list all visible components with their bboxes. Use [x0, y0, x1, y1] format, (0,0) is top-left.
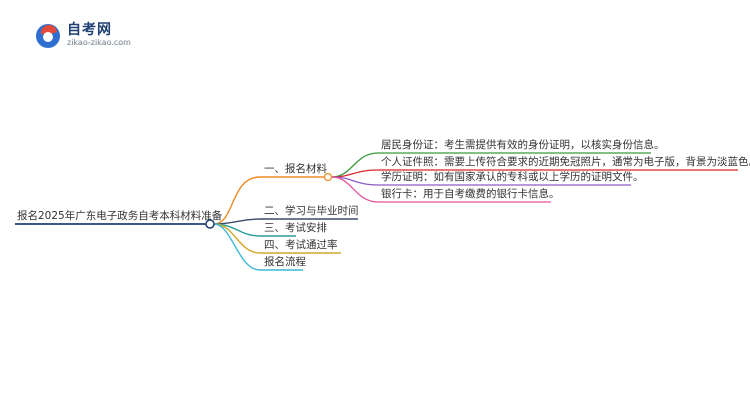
- root-node-dot: [205, 219, 215, 229]
- branch-1-node-dot: [323, 172, 333, 182]
- branch-study-graduation: 二、学习与毕业时间: [264, 205, 359, 217]
- mindmap-root: 报名2025年广东电子政务自考本科材料准备: [17, 210, 223, 222]
- branch-registration-process: 报名流程: [264, 256, 306, 268]
- logo-subtitle: zikao-zikao.com: [67, 38, 131, 47]
- branch-pass-rate: 四、考试通过率: [264, 239, 338, 251]
- branch-materials: 一、报名材料: [264, 163, 327, 175]
- branch-exam-schedule: 三、考试安排: [264, 222, 327, 234]
- site-logo-icon: [36, 24, 130, 48]
- branch-line-5: [213, 223, 303, 271]
- logo-title: 自考网: [67, 22, 112, 38]
- leaf-photo: 个人证件照：需要上传符合要求的近期免冠照片，通常为电子版，背景为淡蓝色。: [381, 156, 750, 168]
- leaf-id-card: 居民身份证：考生需提供有效的身份证明，以核实身份信息。: [381, 139, 665, 151]
- branch-line-4: [213, 223, 341, 254]
- leaf-education-proof: 学历证明：如有国家承认的专科或以上学历的证明文件。: [381, 171, 644, 183]
- leaf-line-4: [331, 176, 551, 203]
- leaf-bank-card: 银行卡：用于自考缴费的银行卡信息。: [381, 188, 560, 200]
- branch-line-1: [213, 176, 328, 225]
